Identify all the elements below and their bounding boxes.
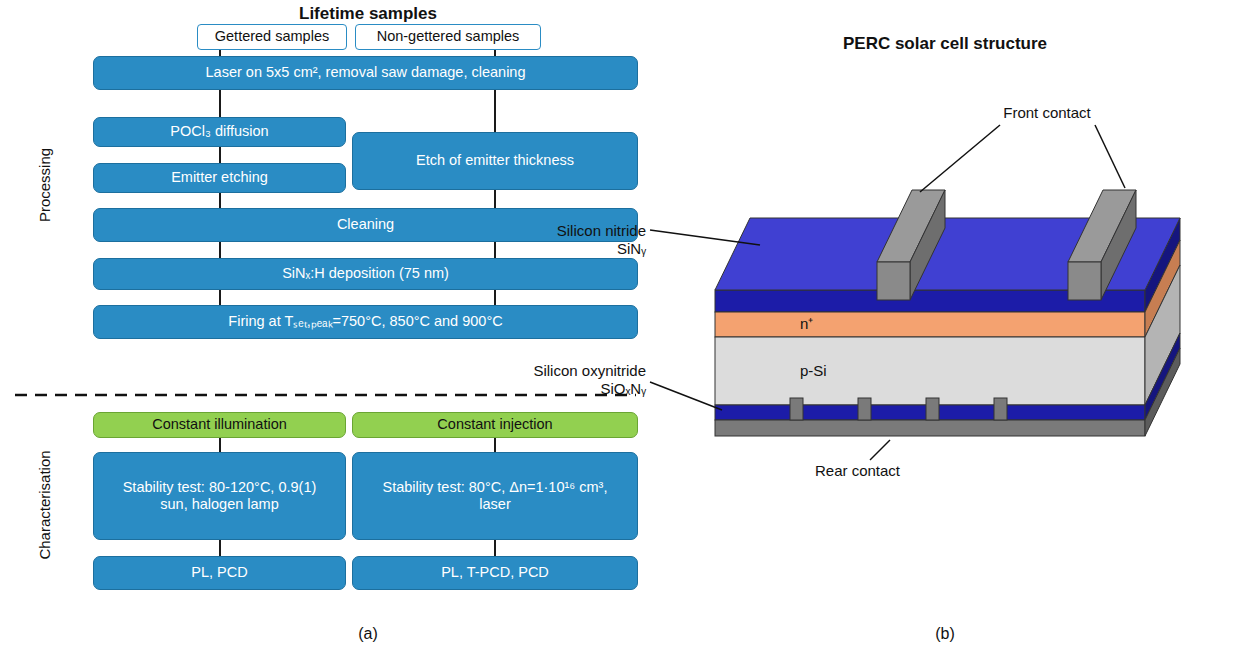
process-box: POCl₃ diffusion [93,117,346,147]
part-label: (b) [935,624,955,643]
box-text: SiNₓ:H deposition (75 nm) [282,265,449,282]
box-text: Etch of emitter thickness [416,152,574,169]
perc-cell [715,190,1180,436]
box-text: Emitter etching [171,169,268,186]
flow-connector [219,438,221,452]
flow-connector [494,438,496,452]
part-label: (a) [358,624,378,643]
flow-connector [494,90,496,132]
process-box: SiNₓ:H deposition (75 nm) [93,258,638,290]
box-text: Stability test: 80°C, Δn=1·10¹⁶ cm³, las… [377,479,613,514]
flow-connector [494,290,496,305]
flow-connector [494,190,496,208]
box-text: PL, T-PCD, PCD [441,564,549,581]
part-label: Front contact [1003,104,1091,122]
box-text: Non-gettered samples [377,28,520,45]
separator-line [15,394,636,397]
process-box: PL, T-PCD, PCD [352,556,638,590]
flow-connector [219,90,221,117]
flow-connector [494,242,496,258]
header-box: Non-gettered samples [355,24,541,50]
process-box: Emitter etching [93,163,346,193]
flow-connector [219,242,221,258]
process-box: Etch of emitter thickness [352,132,638,190]
section-label: Processing [36,148,54,222]
flow-connector [219,147,221,163]
box-text: Cleaning [337,216,394,233]
leader-lines [650,125,1125,460]
flow-connector [219,540,221,556]
box-text: Stability test: 80-120°C, 0.9(1) sun, ha… [118,479,321,514]
part-label: Silicon nitride SiNᵧ [526,222,646,258]
box-text: POCl₃ diffusion [170,123,268,140]
box-text: Constant illumination [152,416,287,433]
box-text: Gettered samples [215,28,329,45]
box-text: Laser on 5x5 cm², removal saw damage, cl… [206,64,526,81]
part-label: Rear contact [815,462,900,480]
flow-connector [219,193,221,208]
box-text: Firing at Tₛₑₜ,ₚₑₐₖ=750°C, 850°C and 900… [228,313,502,330]
flow-connector [494,540,496,556]
part-label: p-Si [800,362,827,380]
method-box: Constant injection [352,412,638,438]
process-box: Firing at Tₛₑₜ,ₚₑₐₖ=750°C, 850°C and 900… [93,305,638,339]
process-box: Laser on 5x5 cm², removal saw damage, cl… [93,56,638,90]
panel-title: Lifetime samples [299,4,437,24]
process-box: Stability test: 80°C, Δn=1·10¹⁶ cm³, las… [352,452,638,540]
panel-title: PERC solar cell structure [843,34,1047,54]
section-label: Characterisation [36,450,54,559]
method-box: Constant illumination [93,412,346,438]
part-label: Silicon oxynitride SiOₓNᵧ [496,362,646,398]
box-text: Constant injection [437,416,552,433]
process-box: PL, PCD [93,556,346,590]
flow-connector [219,290,221,305]
process-box: Cleaning [93,208,638,242]
header-box: Gettered samples [197,24,347,50]
process-box: Stability test: 80-120°C, 0.9(1) sun, ha… [93,452,346,540]
box-text: PL, PCD [191,564,247,581]
part-label: n⁺ [800,315,813,333]
